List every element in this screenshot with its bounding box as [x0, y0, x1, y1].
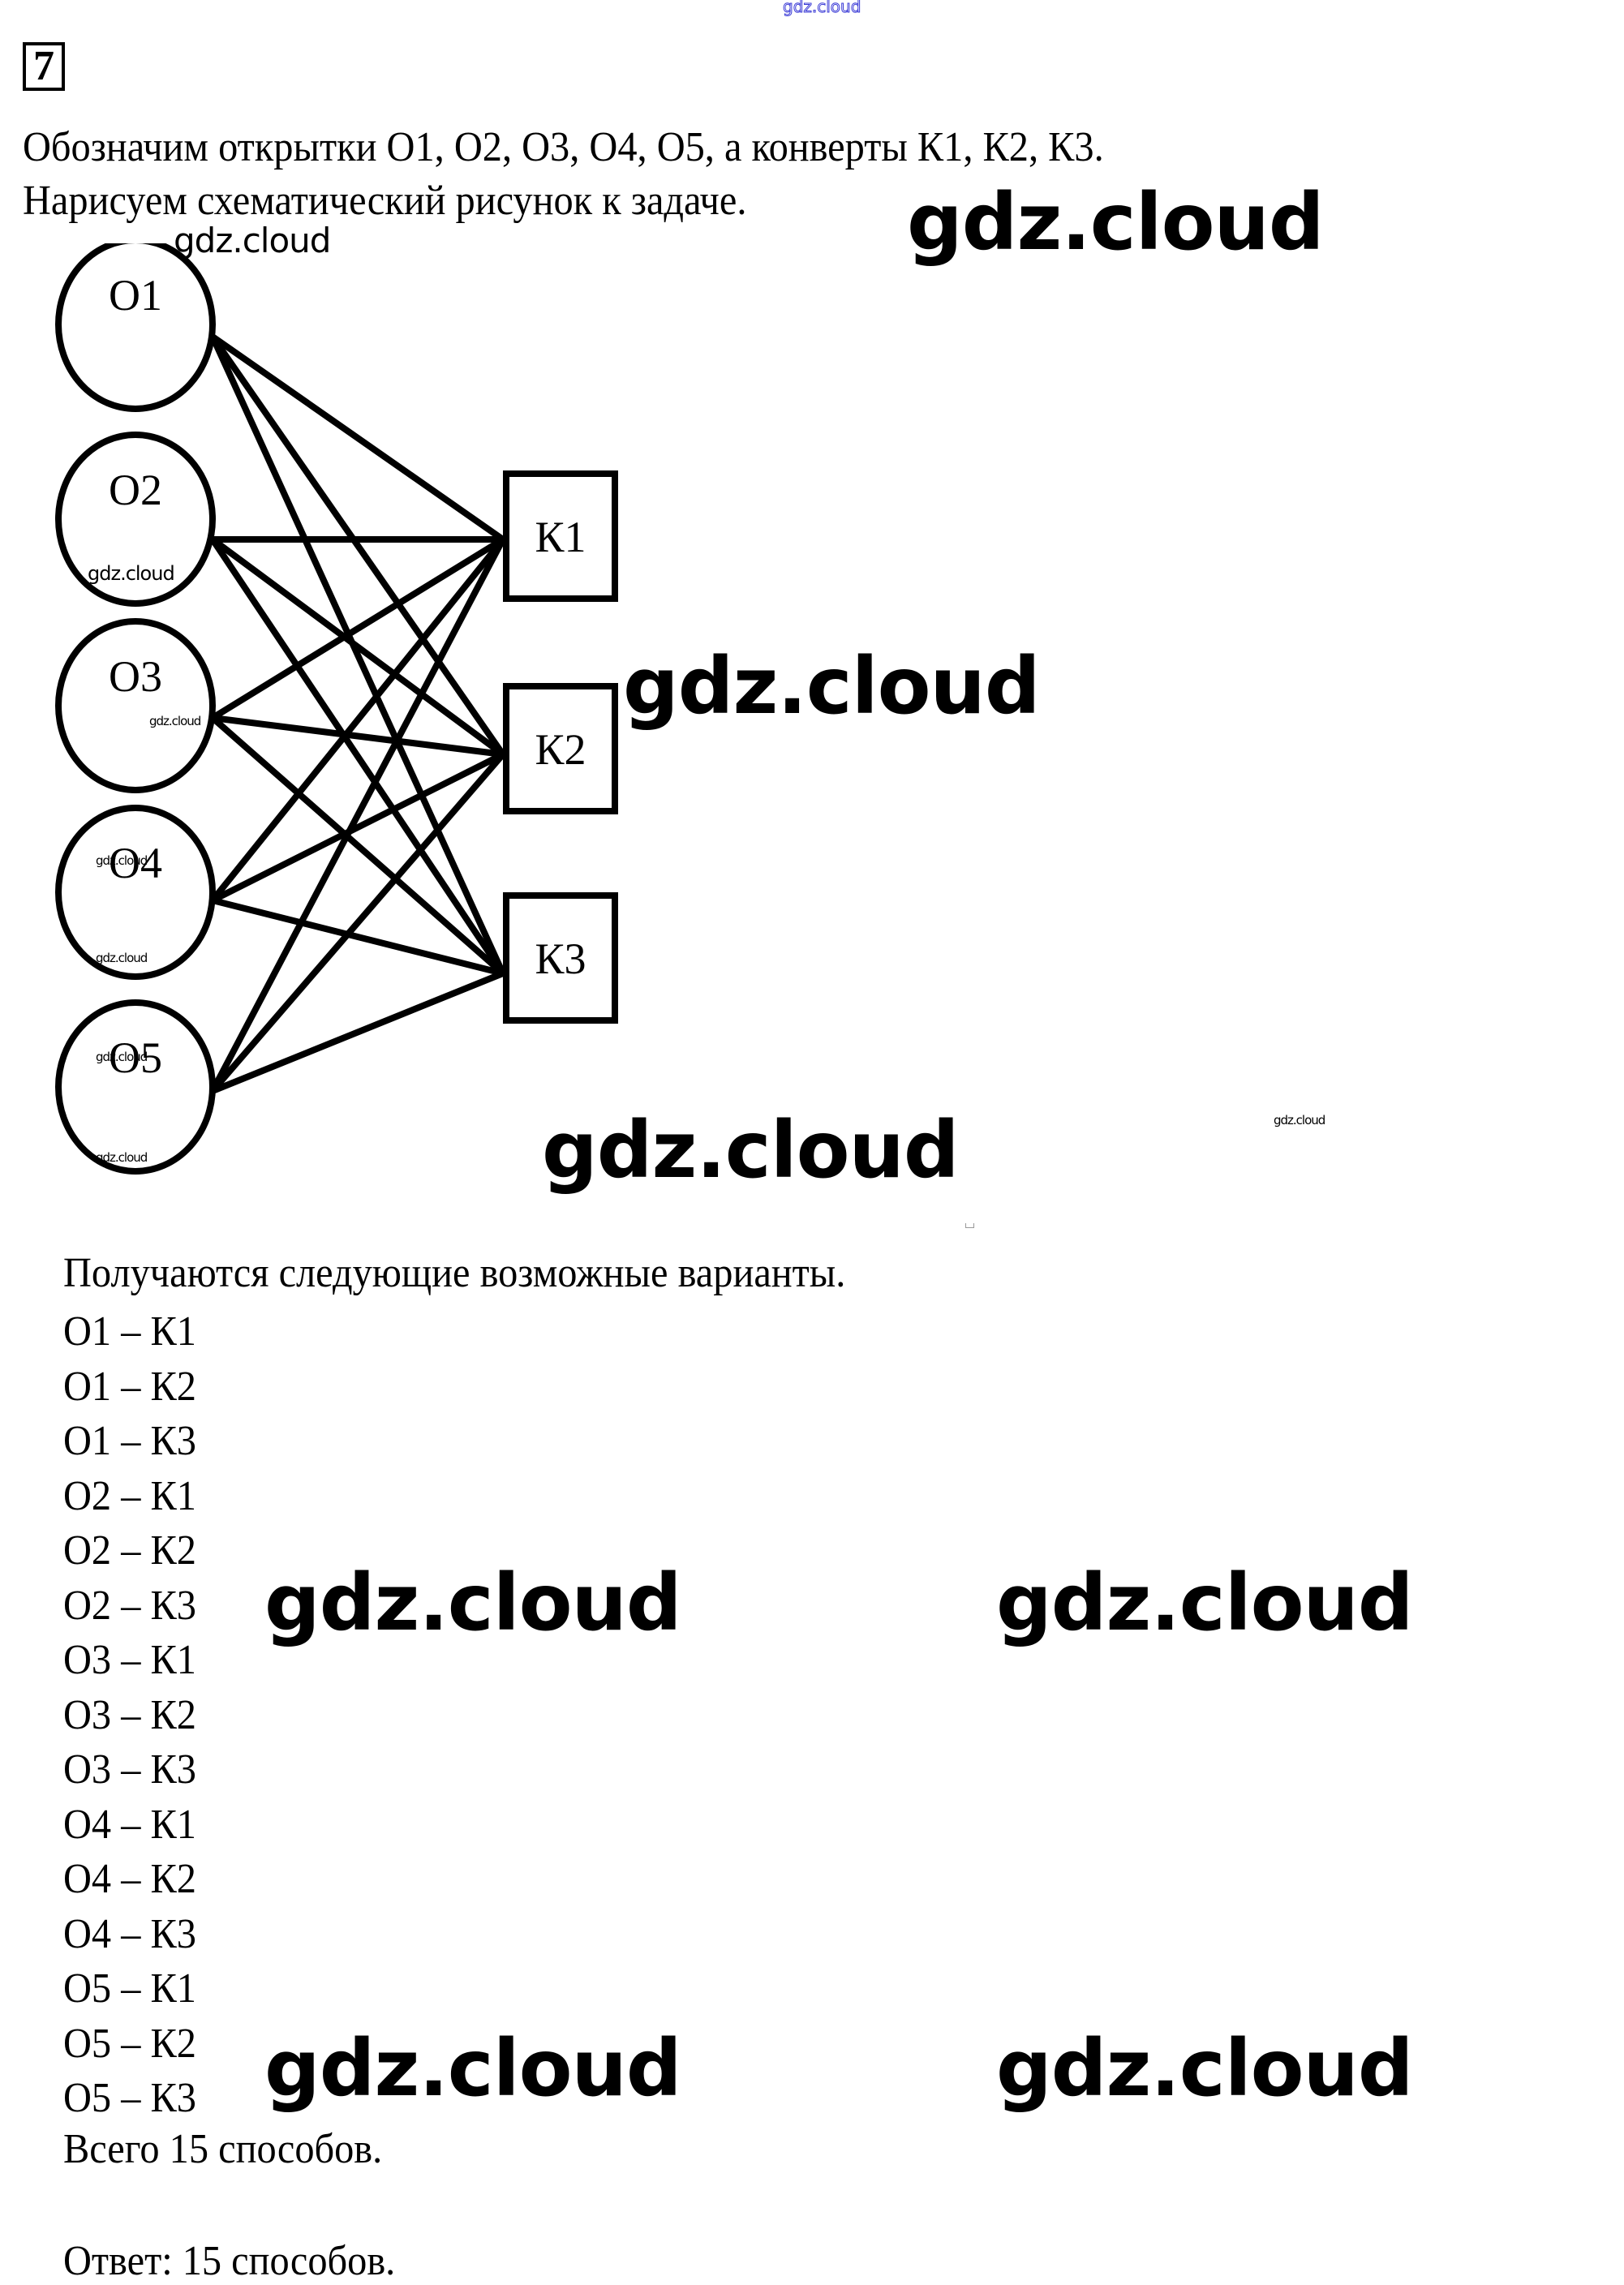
postcard-label: О5 — [109, 1033, 162, 1082]
answer-text: Ответ: 15 способов. — [63, 2238, 396, 2284]
watermark: gdz.cloud — [542, 1105, 960, 1196]
variant-item: О1 – К2 — [63, 1363, 196, 1410]
edge-О4-К3 — [212, 897, 504, 977]
edge-О2-К3 — [209, 537, 506, 976]
watermark: gdz.cloud — [264, 1557, 682, 1648]
variant-item: О5 – К2 — [63, 2020, 196, 2067]
edge-О5-К1 — [209, 538, 506, 1093]
variant-item: О1 – К3 — [63, 1418, 196, 1464]
envelope-label: К3 — [535, 934, 586, 983]
watermark: gdz.cloud — [149, 714, 201, 728]
variant-item: О3 – К3 — [63, 1746, 196, 1793]
watermark: gdz.cloud — [623, 641, 1041, 732]
variant-item: О3 – К1 — [63, 1637, 196, 1683]
variants-heading: Получаются следующие возможные варианты. — [63, 1250, 846, 1296]
edge-О2-К2 — [210, 536, 505, 758]
postcard-circle — [55, 243, 216, 412]
variants-list: О1 – К1 О1 – К2 О1 – К3 О2 – К1 О2 – К2 О2 – … — [63, 1304, 206, 2126]
edge-О5-К3 — [211, 970, 505, 1094]
variant-item: О3 – К2 — [63, 1691, 196, 1738]
variant-item: О2 – К1 — [63, 1472, 196, 1519]
postcard-circle — [55, 999, 216, 1175]
watermark: gdz.cloud — [174, 221, 331, 260]
task-number-badge: 7 — [23, 42, 65, 91]
edge-О4-К2 — [211, 751, 505, 904]
envelope-label: К2 — [535, 725, 586, 774]
postcard-label: О1 — [109, 271, 162, 320]
variant-item: О4 – К3 — [63, 1910, 196, 1957]
envelope-node: К1 — [503, 470, 618, 602]
envelope-box — [503, 470, 618, 602]
postcard-label: О3 — [109, 652, 162, 701]
intro-line-2: Нарисуем схематический рисунок к задаче. — [23, 178, 747, 224]
envelope-node: К2 — [503, 683, 618, 814]
total-count-text: Всего 15 способов. — [63, 2126, 383, 2172]
postcard-label: О2 — [109, 466, 162, 514]
envelope-box — [503, 683, 618, 814]
postcard-node: О1 — [55, 243, 216, 412]
watermark: gdz.cloud — [96, 951, 148, 965]
edge-О3-К1 — [210, 536, 505, 721]
postcard-node: О5 — [55, 999, 216, 1175]
watermark: gdz.cloud — [1274, 1113, 1325, 1127]
watermark: gdz.cloud — [96, 1050, 148, 1064]
edge-О1-К3 — [209, 335, 506, 975]
variant-item: О4 – К2 — [63, 1856, 196, 1902]
postcard-node: О2 — [55, 432, 216, 607]
watermark: gdz.cloud — [96, 1150, 148, 1165]
edges-layer — [209, 333, 506, 1094]
watermark-top: gdz.cloud — [782, 0, 861, 17]
watermark: gdz.cloud — [96, 853, 148, 868]
watermark: gdz.cloud — [996, 1557, 1414, 1648]
postcard-circle — [55, 805, 216, 980]
watermark: gdz.cloud — [264, 2023, 682, 2114]
page-corner-mark — [965, 1223, 974, 1228]
edge-О3-К2 — [212, 715, 504, 758]
envelope-box — [503, 892, 618, 1024]
variant-item: О2 – К2 — [63, 1527, 196, 1574]
variant-item: О5 – К1 — [63, 1965, 196, 2012]
variant-item: О1 – К1 — [63, 1308, 196, 1355]
envelope-node: К3 — [503, 892, 618, 1024]
edge-О4-К1 — [209, 537, 506, 903]
postcard-circle — [55, 432, 216, 607]
variant-item: О2 – К3 — [63, 1582, 196, 1629]
watermark: gdz.cloud — [88, 562, 175, 585]
watermark: gdz.cloud — [996, 2023, 1414, 2114]
envelope-label: К1 — [535, 513, 586, 561]
watermark: gdz.cloud — [907, 177, 1325, 268]
postcard-node: О4 — [55, 805, 216, 980]
edge-О3-К3 — [210, 715, 505, 977]
variant-item: О4 – К1 — [63, 1801, 196, 1848]
edge-О1-К1 — [210, 333, 505, 543]
edge-О5-К2 — [209, 752, 506, 1093]
postcard-node: О3 — [55, 618, 216, 793]
intro-line-1: Обозначим открытки О1, О2, О3, О4, О5, а… — [23, 124, 1104, 170]
postcard-circle — [55, 618, 216, 793]
postcard-label: О4 — [109, 839, 162, 887]
variant-item: О5 – К3 — [63, 2075, 196, 2121]
edge-О1-К2 — [209, 334, 506, 757]
